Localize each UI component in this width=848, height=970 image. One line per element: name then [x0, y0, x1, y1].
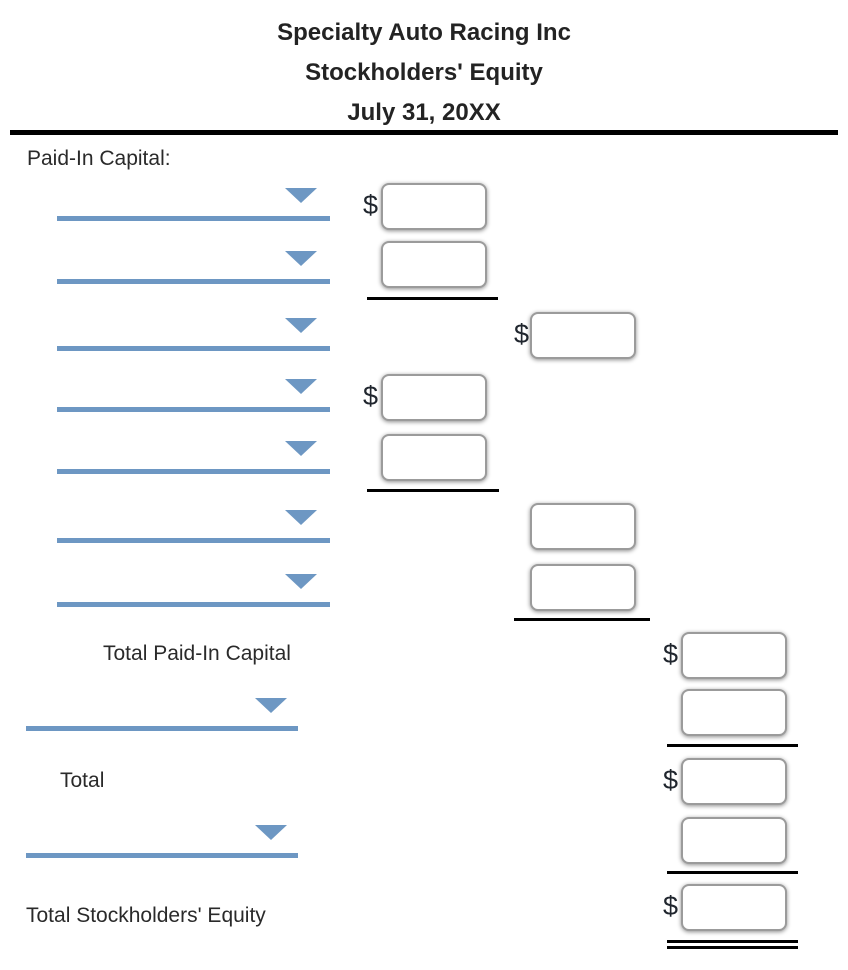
dropdown-arrow-icon: [285, 574, 317, 589]
statement-date: July 31, 20XX: [347, 99, 501, 126]
select-underline: [57, 216, 330, 221]
select-underline: [57, 538, 330, 543]
dropdown-arrow-icon: [285, 510, 317, 525]
account-select-5[interactable]: [57, 441, 330, 474]
account-select-3[interactable]: [57, 318, 330, 351]
select-underline: [26, 853, 298, 858]
amount-input-7[interactable]: [530, 564, 636, 611]
amount-input-8[interactable]: [681, 632, 787, 679]
subtotal-rule-right-2: [667, 871, 798, 874]
dropdown-arrow-icon: [285, 188, 317, 203]
amount-input-11[interactable]: [681, 817, 787, 864]
dollar-sign: $: [514, 319, 530, 349]
dollar-sign: $: [663, 639, 679, 669]
dropdown-arrow-icon: [285, 251, 317, 266]
amount-input-9[interactable]: [681, 689, 787, 736]
select-underline: [57, 469, 330, 474]
amount-input-2[interactable]: [381, 241, 487, 288]
dollar-sign: $: [663, 765, 679, 795]
subtotal-rule-left-1: [367, 297, 498, 300]
double-rule: [667, 940, 798, 949]
dropdown-arrow-icon: [255, 698, 287, 713]
select-underline: [57, 407, 330, 412]
amount-input-3[interactable]: [530, 312, 636, 359]
subtotal-rule-left-2: [367, 489, 499, 492]
dollar-sign: $: [663, 891, 679, 921]
subtotal-rule-middle: [514, 618, 650, 621]
total-paid-in-capital-label: Total Paid-In Capital: [103, 642, 291, 665]
amount-input-4[interactable]: [381, 374, 487, 421]
dollar-sign: $: [363, 381, 379, 411]
select-underline: [57, 279, 330, 284]
account-select-1[interactable]: [57, 188, 330, 221]
account-select-6[interactable]: [57, 510, 330, 543]
dropdown-arrow-icon: [255, 825, 287, 840]
select-underline: [57, 602, 330, 607]
amount-input-6[interactable]: [530, 503, 636, 550]
account-select-2[interactable]: [57, 251, 330, 284]
paid-in-capital-label: Paid-In Capital:: [27, 147, 171, 170]
dropdown-arrow-icon: [285, 441, 317, 456]
amount-input-5[interactable]: [381, 434, 487, 481]
amount-input-12[interactable]: [681, 884, 787, 931]
subtotal-rule-right-1: [667, 744, 798, 747]
account-select-4[interactable]: [57, 379, 330, 412]
select-underline: [26, 726, 298, 731]
account-select-7[interactable]: [57, 574, 330, 607]
header-divider: [10, 130, 838, 135]
select-underline: [57, 346, 330, 351]
statement-header: Specialty Auto Racing Inc Stockholders' …: [0, 13, 848, 133]
account-select-8[interactable]: [26, 698, 298, 731]
total-stockholders-equity-label: Total Stockholders' Equity: [26, 904, 266, 927]
company-name: Specialty Auto Racing Inc: [277, 19, 571, 46]
total-label: Total: [60, 769, 105, 792]
dollar-sign: $: [363, 190, 379, 220]
amount-input-10[interactable]: [681, 758, 787, 805]
account-select-9[interactable]: [26, 825, 298, 858]
dropdown-arrow-icon: [285, 318, 317, 333]
dropdown-arrow-icon: [285, 379, 317, 394]
amount-input-1[interactable]: [381, 183, 487, 230]
statement-title: Stockholders' Equity: [305, 59, 543, 86]
